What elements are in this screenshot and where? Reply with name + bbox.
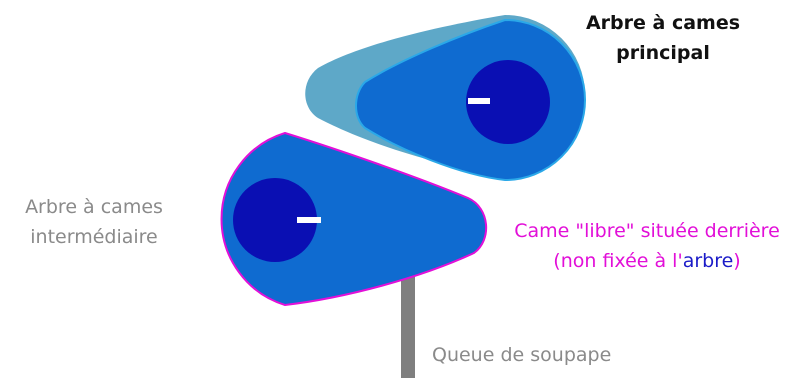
valve-stem	[401, 272, 415, 378]
main-shaft-marker	[468, 98, 490, 104]
label-valve-stem: Queue de soupape	[432, 344, 612, 366]
intermediate-shaft-marker	[297, 217, 321, 223]
label-main-camshaft: Arbre à cames principal	[583, 8, 743, 68]
label-main-camshaft-line1: Arbre à cames	[585, 12, 741, 34]
label-free-cam-arbre: arbre	[682, 250, 734, 272]
main-shaft	[466, 60, 550, 144]
intermediate-cam	[220, 131, 488, 307]
label-main-camshaft-line2: principal	[616, 42, 710, 64]
label-free-cam-line2: (non fixée à l'arbre)	[488, 246, 806, 276]
label-intermediate-camshaft-line2: intermédiaire	[30, 226, 158, 248]
label-free-cam-line1: Came "libre" située derrière	[514, 220, 780, 242]
label-free-cam-line2-start: (non fixée à l'	[553, 250, 683, 272]
intermediate-shaft	[233, 178, 317, 262]
label-free-cam: Came "libre" située derrière (non fixée …	[488, 216, 806, 276]
label-free-cam-line2-end: )	[733, 250, 741, 272]
label-intermediate-camshaft-line1: Arbre à cames	[25, 196, 163, 218]
label-intermediate-camshaft: Arbre à cames intermédiaire	[8, 192, 180, 252]
